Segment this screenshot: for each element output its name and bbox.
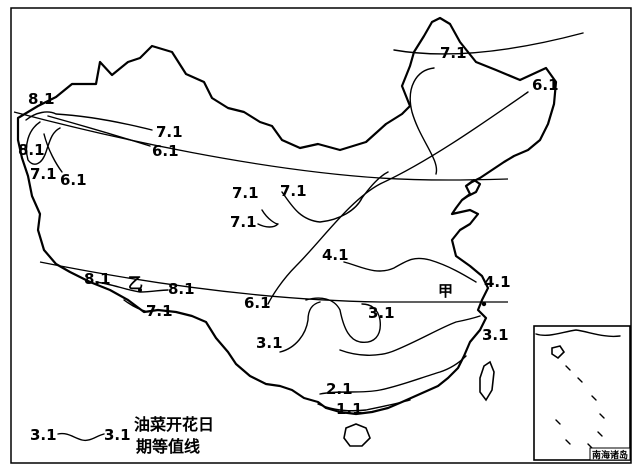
label-tibet-b: 8.1 [168, 280, 195, 298]
label-mid-4: 4.1 [322, 246, 349, 264]
label-tibet-a: 8.1 [84, 270, 111, 288]
legend-title-line1: 油菜开花日 [134, 415, 214, 434]
label-nw-top: 8.1 [28, 90, 55, 108]
place-label-yi: 乙 [128, 274, 143, 292]
label-center-c: 7.1 [230, 213, 257, 231]
legend-left-value: 3.1 [30, 426, 57, 444]
inset-frame [533, 325, 631, 461]
isoline-1 [317, 399, 411, 412]
label-center-b: 7.1 [280, 182, 307, 200]
inset-boundary-dashes [555, 365, 605, 449]
hainan-island [343, 423, 371, 447]
isoline-center-7 [281, 171, 389, 223]
label-nw-mid-1: 7.1 [156, 123, 183, 141]
inset-caption-box [589, 447, 631, 461]
place-marker-jia [481, 301, 487, 307]
legend-title-line2: 期等值线 [136, 437, 200, 456]
label-center-a: 7.1 [232, 184, 259, 202]
isoline-nw-left-2 [43, 133, 63, 173]
label-nw-left-2: 7.1 [30, 165, 57, 183]
place-label-jia: 甲 [438, 282, 453, 300]
label-nw-mid-2: 6.1 [152, 142, 179, 160]
inset-coastline [535, 329, 621, 338]
legend-isoline-sample [57, 432, 105, 442]
isoline-4 [343, 257, 477, 283]
label-sw-3: 3.1 [256, 334, 283, 352]
isoline-nw-8 [25, 111, 153, 131]
isoline-basin-3 [305, 297, 381, 343]
latitude-line-north [13, 111, 509, 181]
label-nw-left-3: 6.1 [60, 171, 87, 189]
legend-right-value: 3.1 [104, 426, 131, 444]
isoline-nw-left [25, 121, 61, 165]
china-border [16, 16, 558, 416]
label-ne-right: 6.1 [532, 76, 559, 94]
isoline-nw-7 [47, 115, 151, 147]
inset-caption: 南海诸岛 [592, 449, 628, 461]
isoline-tibet-7 [123, 299, 149, 313]
inset-hainan [551, 345, 566, 360]
label-ne-top: 7.1 [440, 44, 467, 62]
isoline-ne-6 [267, 91, 529, 305]
label-south-1: 1.1 [336, 400, 363, 418]
isoline-ne-top [393, 32, 584, 55]
place-marker-yi [138, 288, 142, 292]
label-east-3: 3.1 [482, 326, 509, 344]
isoline-ne-7 [409, 67, 438, 175]
label-nw-left-1: 8.1 [18, 141, 45, 159]
label-south-2: 2.1 [326, 380, 353, 398]
taiwan-island [479, 360, 495, 402]
label-tibet-c: 7.1 [146, 302, 173, 320]
label-basin-3: 3.1 [368, 304, 395, 322]
bohai-coast [461, 178, 482, 201]
isoline-2 [319, 355, 467, 395]
label-east-4: 4.1 [484, 273, 511, 291]
isoline-center-small [257, 209, 279, 228]
label-tibet-d: 6.1 [244, 294, 271, 312]
map-frame [10, 7, 632, 464]
latitude-line-south [39, 261, 508, 303]
isoline-3 [279, 301, 481, 356]
